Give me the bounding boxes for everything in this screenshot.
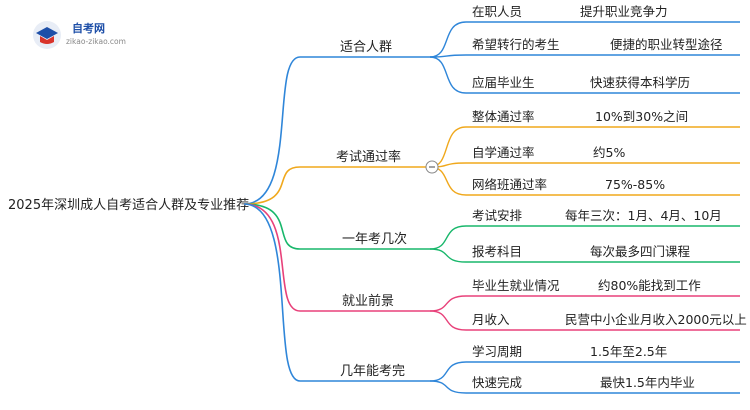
leaf-key: 希望转行的考生 — [472, 37, 560, 52]
leaf-connector — [429, 225, 467, 250]
leaf-key: 考试安排 — [472, 208, 523, 223]
leaf-value: 每年三次：1月、4月、10月 — [565, 208, 722, 223]
branch-connector — [243, 203, 301, 382]
leaf-value: 75%-85% — [605, 177, 665, 192]
logo-title: 自考网 — [72, 22, 105, 35]
leaf-value: 民营中小企业月收入2000元以上 — [565, 312, 747, 327]
leaf-key: 自学通过率 — [472, 145, 535, 160]
branch-label: 一年考几次 — [342, 231, 407, 247]
graduation-cap-icon — [33, 21, 61, 49]
root-topic: 2025年深圳成人自考适合人群及专业推荐 — [8, 198, 249, 213]
leaf-value: 约5% — [593, 145, 625, 160]
logo-subtitle: zikao-zikao.com — [66, 37, 126, 46]
leaf-key: 在职人员 — [472, 4, 522, 19]
leaf-value: 最快1.5年内毕业 — [600, 375, 695, 390]
leaf-value: 1.5年至2.5年 — [590, 344, 667, 359]
leaf-connector — [429, 126, 467, 168]
leaf-value: 快速获得本科学历 — [590, 75, 690, 90]
leaf-value: 10%到30%之间 — [595, 109, 688, 124]
branch-connector — [243, 166, 301, 205]
leaf-value: 约80%能找到工作 — [598, 278, 701, 293]
leaf-connector — [429, 380, 467, 394]
leaf-key: 学习周期 — [472, 344, 522, 359]
branch-connector — [243, 56, 301, 205]
leaf-connector — [429, 361, 467, 382]
leaf-value: 每次最多四门课程 — [590, 244, 691, 259]
leaf-key: 毕业生就业情况 — [472, 278, 560, 293]
branch-label: 适合人群 — [340, 40, 392, 55]
leaf-key: 报考科目 — [472, 244, 522, 259]
branch-label: 几年能考完 — [340, 364, 405, 379]
leaf-key: 网络班通过率 — [472, 177, 547, 192]
branch-label: 就业前景 — [342, 293, 394, 309]
leaf-connector — [429, 310, 467, 331]
leaf-key: 快速完成 — [472, 375, 522, 390]
leaf-key: 月收入 — [472, 312, 510, 327]
branch-label: 考试通过率 — [336, 149, 401, 165]
leaf-key: 整体通过率 — [472, 109, 535, 124]
branch-connector — [243, 203, 301, 312]
leaf-key: 应届毕业生 — [472, 75, 535, 90]
leaf-connector — [429, 295, 467, 312]
branch-connector — [243, 203, 301, 250]
leaf-connector — [429, 56, 467, 94]
leaf-connector — [429, 21, 467, 58]
leaf-value: 便捷的职业转型途径 — [610, 37, 723, 52]
site-logo: 自考网 zikao-zikao.com — [30, 18, 142, 52]
leaf-value: 提升职业竞争力 — [580, 4, 668, 19]
leaf-connector — [429, 248, 467, 263]
